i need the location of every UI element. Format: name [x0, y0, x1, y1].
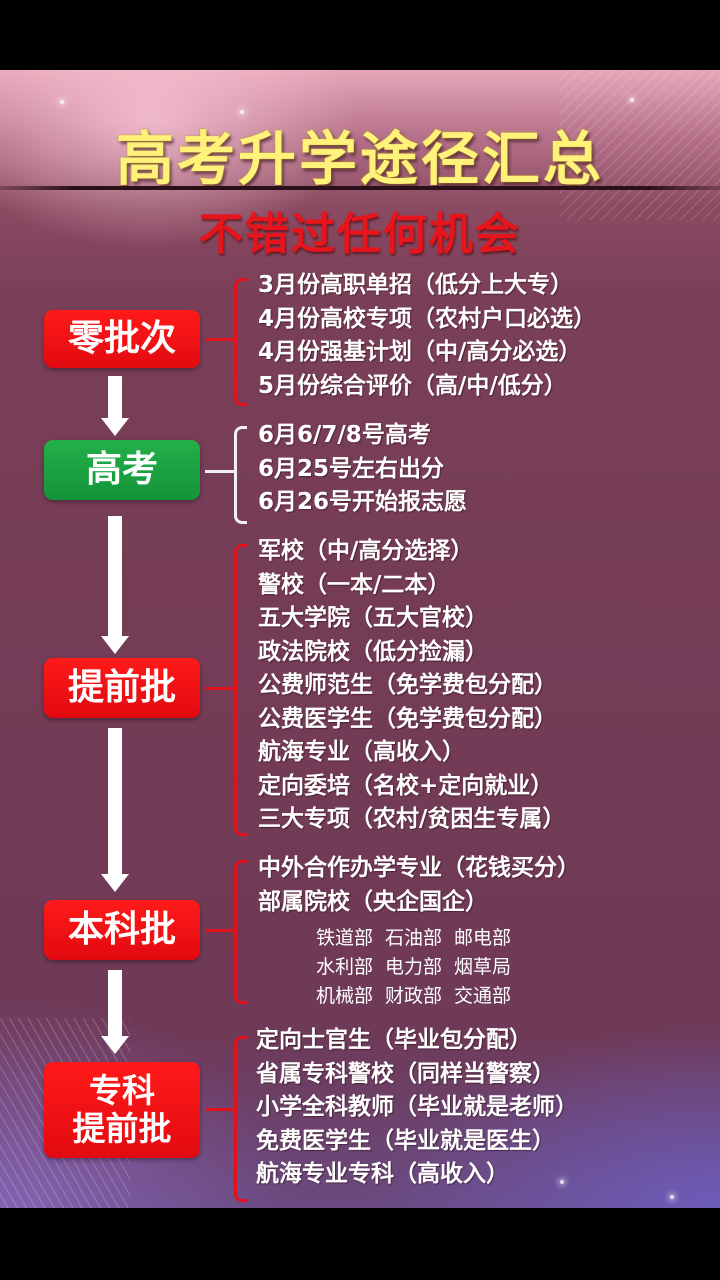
- list-item: 5月份综合评价（高/中/低分）: [258, 372, 567, 399]
- list-item: 省属专科警校（同样当警察）: [256, 1060, 555, 1087]
- stage-gaokao: 高考: [44, 440, 200, 500]
- list-item: 4月份高校专项（农村户口必选）: [258, 305, 597, 332]
- bracket: [234, 426, 247, 524]
- stage-zero-batch: 零批次: [44, 310, 200, 368]
- list-item: 免费医学生（毕业就是医生）: [256, 1127, 555, 1154]
- bracket-connector: [205, 929, 235, 932]
- bracket-connector: [205, 687, 235, 690]
- list-item: 航海专业（高收入）: [258, 739, 465, 765]
- list-item: 6月26号开始报志愿: [258, 489, 468, 515]
- stage-label: 零批次: [67, 318, 176, 360]
- list-item: 4月份强基计划（中/高分必选）: [258, 339, 582, 365]
- stage-vocational-early-batch: 专科 提前批: [44, 1062, 200, 1158]
- stage-early-batch: 提前批: [44, 658, 200, 718]
- sparkle-icon: [240, 110, 244, 114]
- list-item: 公费师范生（免学费包分配）: [258, 672, 557, 698]
- stage-label: 高考: [85, 449, 158, 491]
- bracket-connector: [205, 338, 235, 341]
- list-item: 铁道部石油部邮电部: [316, 927, 512, 949]
- stage-items-list: 3月份高职单招（低分上大专） 4月份高校专项（农村户口必选） 4月份强基计划（中…: [258, 269, 596, 403]
- bracket: [234, 278, 247, 406]
- sparkle-icon: [60, 100, 64, 104]
- list-item: 6月25号左右出分: [258, 455, 445, 482]
- list-item: 政法院校（低分捡漏）: [258, 638, 488, 665]
- down-arrow-icon: [101, 970, 129, 1054]
- list-item: 定向士官生（毕业包分配）: [256, 1027, 532, 1053]
- page-title: 高考升学途径汇总: [115, 125, 604, 193]
- stage-items-list: 中外合作办学专业（花钱买分） 部属院校（央企国企）: [258, 852, 580, 919]
- sparkle-icon: [630, 98, 634, 102]
- list-item: 三大专项（农村/贫困生专属）: [258, 806, 566, 832]
- down-arrow-icon: [101, 516, 129, 654]
- list-item: 部属院校（央企国企）: [258, 888, 488, 915]
- list-item: 中外合作办学专业（花钱买分）: [258, 855, 580, 881]
- bracket: [234, 544, 247, 836]
- bracket: [234, 1036, 247, 1202]
- list-item: 航海专业专科（高收入）: [256, 1161, 509, 1187]
- stage-label: 本科批: [67, 909, 176, 951]
- list-item: 五大学院（五大官校）: [258, 605, 488, 631]
- sparkle-icon: [560, 1180, 564, 1184]
- bracket-connector: [205, 1108, 235, 1111]
- decorative-streaks: [560, 70, 720, 220]
- bracket-connector: [205, 470, 235, 473]
- title-divider: [0, 186, 720, 190]
- list-item: 水利部电力部烟草局: [316, 956, 512, 978]
- page-subtitle: 不错过任何机会: [199, 209, 521, 260]
- stage-label: 提前批: [67, 667, 176, 709]
- list-item: 小学全科教师（毕业就是老师）: [256, 1094, 578, 1120]
- stage-label-line1: 专科: [89, 1071, 155, 1111]
- stage-undergraduate-batch: 本科批: [44, 900, 200, 960]
- stage-items-list: 定向士官生（毕业包分配） 省属专科警校（同样当警察） 小学全科教师（毕业就是老师…: [256, 1024, 578, 1192]
- ministry-schools-list: 铁道部石油部邮电部 水利部电力部烟草局 机械部财政部交通部: [316, 924, 523, 1011]
- stage-items-list: 军校（中/高分选择） 警校（一本/二本） 五大学院（五大官校） 政法院校（低分捡…: [258, 535, 565, 837]
- list-item: 6月6/7/8号高考: [258, 422, 431, 448]
- down-arrow-icon: [101, 376, 129, 436]
- stage-label-line2: 提前批: [72, 1109, 172, 1148]
- bracket: [234, 860, 247, 1004]
- down-arrow-icon: [101, 728, 129, 892]
- list-item: 公费医学生（免学费包分配）: [258, 705, 557, 732]
- list-item: 警校（一本/二本）: [258, 571, 451, 598]
- list-item: 军校（中/高分选择）: [258, 538, 474, 564]
- stage-items-list: 6月6/7/8号高考 6月25号左右出分 6月26号开始报志愿: [258, 419, 467, 520]
- list-item: 机械部财政部交通部: [316, 985, 512, 1007]
- list-item: 定向委培（名校+定向就业）: [258, 772, 554, 799]
- sparkle-icon: [670, 1195, 674, 1199]
- poster: 高考升学途径汇总 不错过任何机会 零批次 3月份高职单招（低分上大专） 4月份高…: [0, 70, 720, 1208]
- list-item: 3月份高职单招（低分上大专）: [258, 272, 574, 298]
